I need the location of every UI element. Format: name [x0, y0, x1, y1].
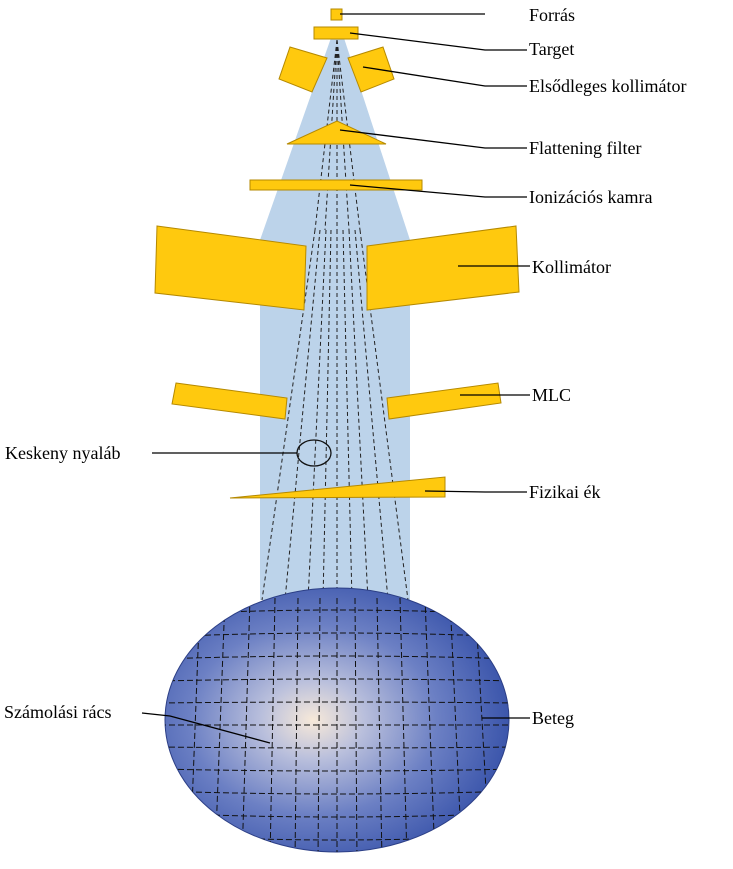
label-flattening-filter: Flattening filter — [529, 138, 641, 158]
leader-primary-collimator — [362, 66, 527, 87]
label-mlc: MLC — [532, 385, 571, 405]
label-collimator: Kollimátor — [532, 257, 611, 277]
label-source: Forrás — [529, 5, 575, 25]
label-target: Target — [529, 39, 574, 59]
collimator-right — [366, 225, 520, 311]
label-physical-wedge: Fizikai ék — [529, 482, 600, 502]
label-narrow-beam: Keskeny nyaláb — [5, 443, 120, 463]
physical-wedge — [229, 476, 446, 499]
primary-collimator-right — [347, 46, 395, 93]
leader-target — [349, 32, 527, 51]
label-calculation-grid: Számolási rács — [4, 702, 111, 722]
mlc-right — [386, 382, 502, 420]
leader-flattening-filter — [339, 129, 527, 149]
ionization-chamber — [249, 179, 423, 191]
leader-physical-wedge — [424, 490, 527, 493]
leader-lines — [141, 13, 530, 744]
beam-rays-lower — [261, 229, 409, 601]
radiation-beam — [260, 35, 410, 600]
leader-calculation-grid — [141, 712, 271, 744]
primary-collimator-left — [278, 46, 328, 93]
leader-ionization-chamber — [349, 184, 527, 198]
label-primary-collimator: Elsődleges kollimátor — [529, 76, 686, 96]
target-block — [313, 26, 359, 40]
label-patient: Beteg — [532, 708, 574, 728]
collimator-left — [154, 225, 307, 311]
label-ionization-chamber: Ionizációs kamra — [529, 187, 652, 207]
mlc-left — [171, 382, 288, 420]
